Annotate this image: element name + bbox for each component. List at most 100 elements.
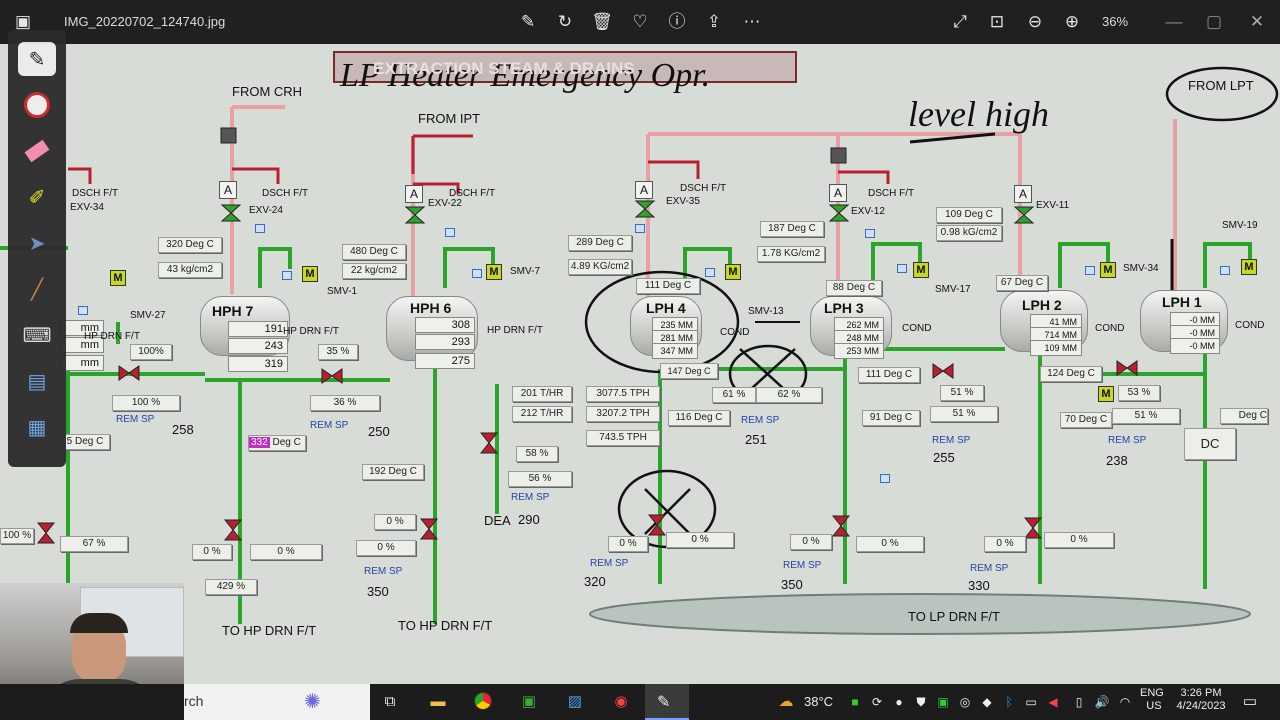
tray-android-icon[interactable]: ▣ — [937, 695, 949, 709]
chrome-icon[interactable] — [472, 692, 494, 712]
search-box[interactable]: rch ✺ — [184, 684, 370, 720]
tray-app3-icon[interactable]: ▭ — [1025, 695, 1037, 709]
minimize-icon[interactable]: — — [1165, 12, 1183, 31]
faceplate-icon[interactable] — [865, 229, 875, 238]
faceplate-icon[interactable] — [635, 224, 645, 233]
whiteboard-icon[interactable]: ▦ — [27, 416, 47, 439]
info-icon[interactable]: ⓘ — [668, 12, 686, 31]
setpoint-238[interactable]: 238 — [1106, 453, 1128, 468]
faceplate-icon[interactable] — [897, 264, 907, 273]
tray-app-icon[interactable]: ■ — [851, 695, 859, 709]
screen-recorder-icon[interactable]: ◉ — [614, 693, 628, 710]
setpoint-255[interactable]: 255 — [933, 450, 955, 465]
notification-center-icon[interactable]: ▭ — [1242, 693, 1258, 710]
drain-valve-bottom-3[interactable] — [418, 518, 440, 540]
manual-marker-lph2-ctrl[interactable]: M — [1098, 386, 1114, 402]
manual-marker-smv34[interactable]: M — [1100, 262, 1116, 278]
keyboard-icon[interactable]: ⌨ — [22, 324, 52, 347]
fullscreen-icon[interactable]: ⤢ — [953, 12, 967, 31]
tray-app2-icon[interactable]: ◆ — [982, 695, 992, 709]
delete-icon[interactable]: 🗑 — [591, 12, 613, 31]
android-app-icon[interactable]: ▣ — [521, 693, 537, 710]
notification-app-icon[interactable]: ◀ — [1048, 695, 1058, 709]
control-valve-exv11[interactable] — [1013, 204, 1035, 226]
auto-marker-exv35[interactable]: A — [635, 181, 653, 199]
faceplate-icon[interactable] — [78, 306, 88, 315]
drain-valve-hph6[interactable] — [478, 432, 500, 454]
drain-valve-bottom-5[interactable] — [830, 515, 852, 537]
tray-shield-icon[interactable]: ⛊ — [916, 695, 926, 709]
tray-sync-icon[interactable]: ⟳ — [871, 695, 883, 709]
photo-icon[interactable]: ▣ — [14, 12, 32, 31]
temperature[interactable]: 38°C — [804, 694, 834, 709]
drain-valve-lph3[interactable] — [932, 360, 954, 382]
faceplate-icon[interactable] — [1220, 266, 1230, 275]
dc-box[interactable]: DC — [1184, 428, 1236, 460]
manual-marker-smv13[interactable]: M — [725, 264, 741, 280]
share-icon[interactable]: ⇪ — [706, 12, 722, 31]
photos-app-icon[interactable]: ▨ — [567, 693, 583, 710]
faceplate-icon[interactable] — [880, 474, 890, 483]
faceplate-icon[interactable] — [1085, 266, 1095, 275]
zoom-out-icon[interactable]: ⊖ — [1027, 12, 1043, 31]
manual-marker-smv7[interactable]: M — [486, 264, 502, 280]
drain-valve-lph2[interactable] — [1116, 357, 1138, 379]
red-pen-icon[interactable] — [18, 88, 56, 122]
drain-valve-bottom-2[interactable] — [222, 519, 244, 541]
rotate-icon[interactable]: ↻ — [557, 12, 573, 31]
manual-marker-smv1[interactable]: M — [302, 266, 318, 282]
faceplate-icon[interactable] — [255, 224, 265, 233]
drain-valve-hph8[interactable] — [118, 362, 140, 384]
file-explorer-icon[interactable]: ▬ — [430, 693, 446, 710]
fit-icon[interactable]: ⊡ — [989, 12, 1005, 31]
faceplate-icon[interactable] — [282, 271, 292, 280]
record-icon[interactable]: ◎ — [959, 695, 971, 709]
bluetooth-icon[interactable]: ᛒ — [1005, 695, 1013, 709]
eraser-icon[interactable] — [18, 134, 56, 168]
battery-icon[interactable]: ▯ — [1075, 695, 1083, 709]
faceplate-icon[interactable] — [705, 268, 715, 277]
setpoint-350b[interactable]: 350 — [781, 577, 803, 592]
pointer-icon[interactable]: ➤ — [28, 232, 46, 255]
setpoint-251[interactable]: 251 — [745, 432, 767, 447]
auto-marker-exv12[interactable]: A — [829, 184, 847, 202]
volume-icon[interactable]: 🔊 — [1094, 695, 1110, 709]
more-icon[interactable]: ⋯ — [743, 12, 761, 31]
setpoint-290[interactable]: 290 — [518, 512, 540, 527]
faceplate-icon[interactable] — [472, 269, 482, 278]
setpoint-258[interactable]: 258 — [172, 422, 194, 437]
close-icon[interactable]: ✕ — [1249, 12, 1265, 31]
setpoint-330[interactable]: 330 — [968, 578, 990, 593]
auto-marker-exv22[interactable]: A — [405, 185, 423, 203]
weather-icon[interactable]: ☁ — [778, 693, 794, 710]
auto-marker-exv24[interactable]: A — [219, 181, 237, 199]
microphone-icon[interactable]: ● — [895, 695, 903, 709]
active-pen-app[interactable]: ✎ — [645, 684, 689, 720]
control-valve-exv22[interactable] — [404, 204, 426, 226]
maximize-icon[interactable]: ▢ — [1205, 12, 1223, 31]
highlighter-icon[interactable]: ✐ — [28, 186, 46, 209]
setpoint-250[interactable]: 250 — [368, 424, 390, 439]
drain-valve-bottom-4[interactable] — [646, 514, 668, 536]
setpoint-320[interactable]: 320 — [584, 574, 606, 589]
manual-marker-smv19[interactable]: M — [1241, 259, 1257, 275]
favorite-icon[interactable]: ♡ — [632, 12, 648, 31]
manual-marker-smv17[interactable]: M — [913, 262, 929, 278]
laser-icon[interactable]: ╱ — [30, 278, 44, 301]
drain-valve-bottom-1[interactable] — [35, 522, 57, 544]
wifi-icon[interactable]: ◠ — [1119, 695, 1131, 709]
control-valve-exv12[interactable] — [828, 202, 850, 224]
auto-marker-exv11[interactable]: A — [1014, 185, 1032, 203]
drain-valve-hph7[interactable] — [321, 365, 343, 387]
zoom-in-icon[interactable]: ⊕ — [1064, 12, 1080, 31]
task-view-icon[interactable]: ⧉ — [384, 693, 396, 710]
edit-icon[interactable]: ✎ — [520, 12, 536, 31]
screenshot-icon[interactable]: ▤ — [27, 370, 47, 393]
setpoint-350a[interactable]: 350 — [367, 584, 389, 599]
control-valve-exv35[interactable] — [634, 198, 656, 220]
pen-tool-icon[interactable]: ✎ — [18, 42, 56, 76]
control-valve-exv24[interactable] — [220, 202, 242, 224]
faceplate-icon[interactable] — [445, 228, 455, 237]
